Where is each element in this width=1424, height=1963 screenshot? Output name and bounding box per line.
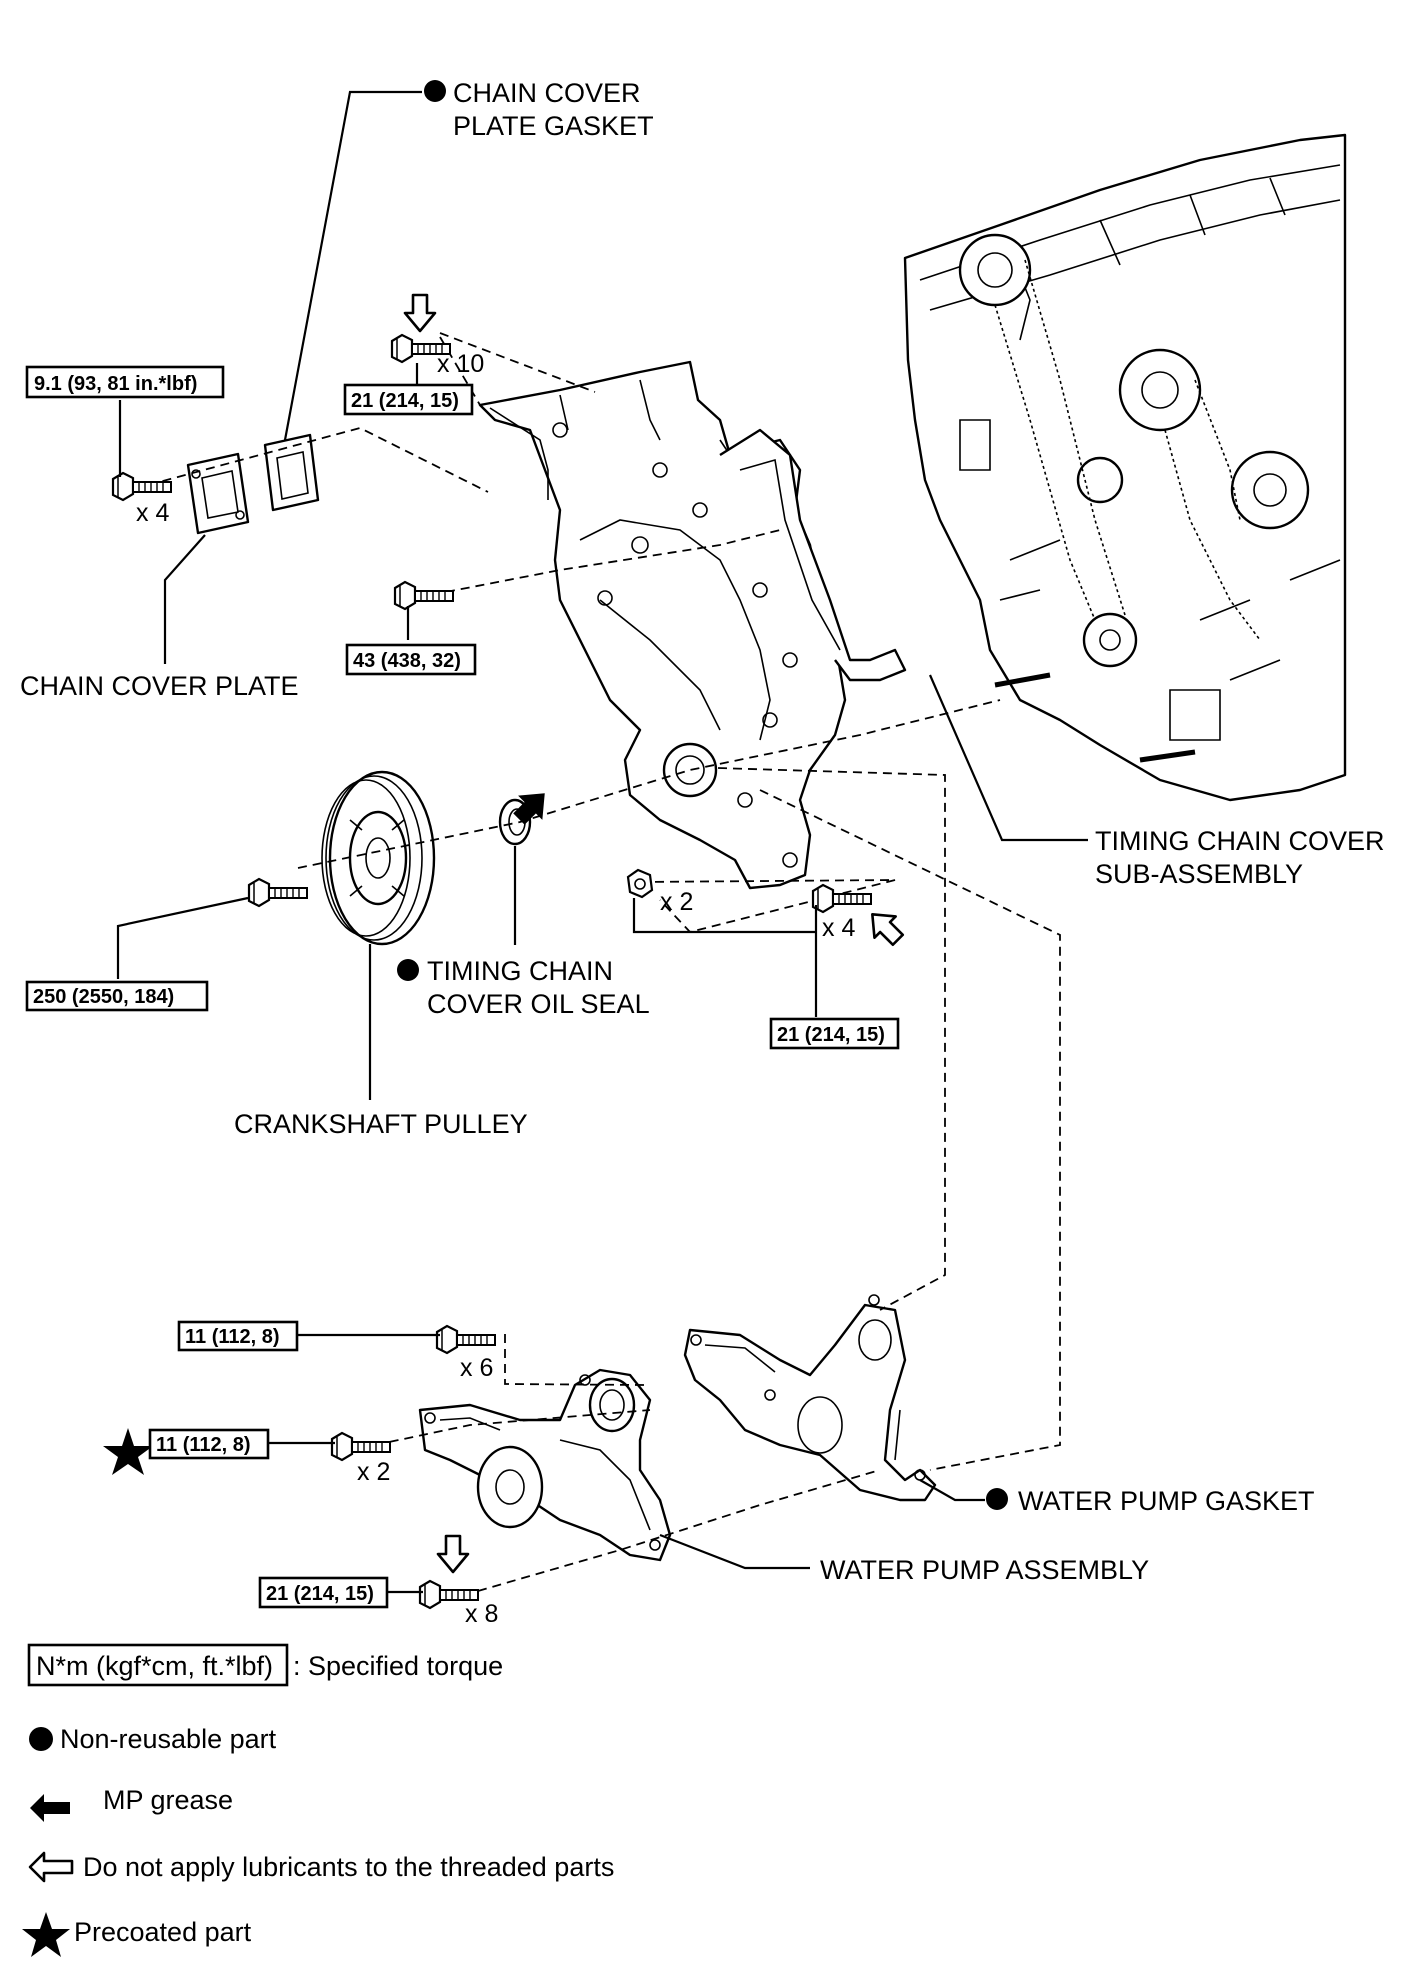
qty-cover-bottom-bolts: x 4 [822,914,855,942]
torque-pump-bolts-c: 21 (214, 15) [266,1583,374,1605]
non-reusable-dot-icon [424,80,446,102]
pulley-bolt [247,877,309,908]
torque-pump-bolts-a: 11 (112, 8) [185,1326,280,1348]
water-pump-assembly-label: WATER PUMP ASSEMBLY [820,1555,1149,1585]
mp-grease-arrow-icon [513,793,545,825]
torque-pulley-bolt: 250 (2550, 184) [33,986,174,1008]
timing-chain-cover-label-1: TIMING CHAIN COVER [1095,826,1385,856]
crankshaft-pulley-label: CRANKSHAFT PULLEY [234,1109,528,1139]
oil-seal-label-2: COVER OIL SEAL [427,989,650,1019]
part-labels: CHAIN COVER PLATE GASKET CHAIN COVER PLA… [20,78,1385,1585]
qty-pump-bolts-a: x 6 [460,1354,493,1382]
pump-bolt-b [330,1431,392,1462]
legend-mp-grease: MP grease [103,1785,233,1815]
chain-cover-plate-gasket-illustration [263,433,320,512]
engine-block-illustration [903,133,1347,802]
legend-precoated: Precoated part [74,1917,252,1947]
torque-plate-bolts: 9.1 (93, 81 in.*lbf) [34,373,197,395]
plate-bolt [111,471,173,502]
assembly-lines [147,332,1061,1592]
leader-lines [116,90,1088,1594]
legend-no-lubricant-icon [28,1851,74,1883]
qty-pump-bolts-c: x 8 [465,1600,498,1628]
legend-no-lubricant: Do not apply lubricants to the threaded … [83,1852,614,1882]
non-reusable-dot-icon [986,1488,1008,1510]
legend-precoated-icon [22,1912,70,1957]
oil-seal-label-1: TIMING CHAIN [427,956,613,986]
legend: N*m (kgf*cm, ft.*lbf) : Specified torque… [22,1643,614,1957]
qty-plate-bolts: x 4 [136,499,169,527]
torque-cover-top-bolts: 21 (214, 15) [351,390,459,412]
torque-cover-bottom-bolts: 21 (214, 15) [777,1024,885,1046]
pump-bolt-a [435,1324,497,1355]
legend-torque-box: N*m (kgf*cm, ft.*lbf) [36,1651,273,1681]
cover-mid-bolt [393,580,455,611]
water-pump-gasket-label: WATER PUMP GASKET [1018,1486,1315,1516]
torque-pump-bolts-b: 11 (112, 8) [156,1434,251,1456]
water-pump-assembly-illustration [418,1368,672,1562]
cover-bottom-nut [626,868,654,899]
qty-cover-top-bolts: x 10 [437,350,484,378]
precoated-star-icon [103,1428,153,1475]
no-lubricant-arrow-icon [436,1534,470,1574]
torque-cover-mid-bolt: 43 (438, 32) [353,650,461,672]
timing-chain-cover-label-2: SUB-ASSEMBLY [1095,859,1303,889]
quantity-labels: x 4 x 10 x 2 x 4 x 6 x 2 x 8 [136,350,855,1628]
chain-cover-plate-gasket-label-1: CHAIN COVER [453,78,641,108]
no-lubricant-arrow-icon [403,293,437,333]
legend-mp-grease-icon [30,1794,70,1822]
timing-chain-cover-illustration [478,360,907,890]
no-lubricant-arrow-icon [860,902,910,952]
non-reusable-dot-icon [397,959,419,981]
qty-pump-bolts-b: x 2 [357,1458,390,1486]
qty-cover-bottom-nuts: x 2 [660,888,693,916]
chain-cover-plate-label: CHAIN COVER PLATE [20,671,299,701]
chain-cover-plate-illustration [186,452,250,535]
legend-non-reusable-icon [29,1727,53,1751]
water-pump-gasket-illustration [683,1294,937,1502]
torque-labels: 9.1 (93, 81 in.*lbf) 21 (214, 15) 43 (43… [25,365,900,1609]
legend-torque-text: : Specified torque [293,1651,503,1681]
legend-non-reusable: Non-reusable part [60,1724,277,1754]
chain-cover-plate-gasket-label-2: PLATE GASKET [453,111,654,141]
crankshaft-pulley-illustration [321,770,436,946]
